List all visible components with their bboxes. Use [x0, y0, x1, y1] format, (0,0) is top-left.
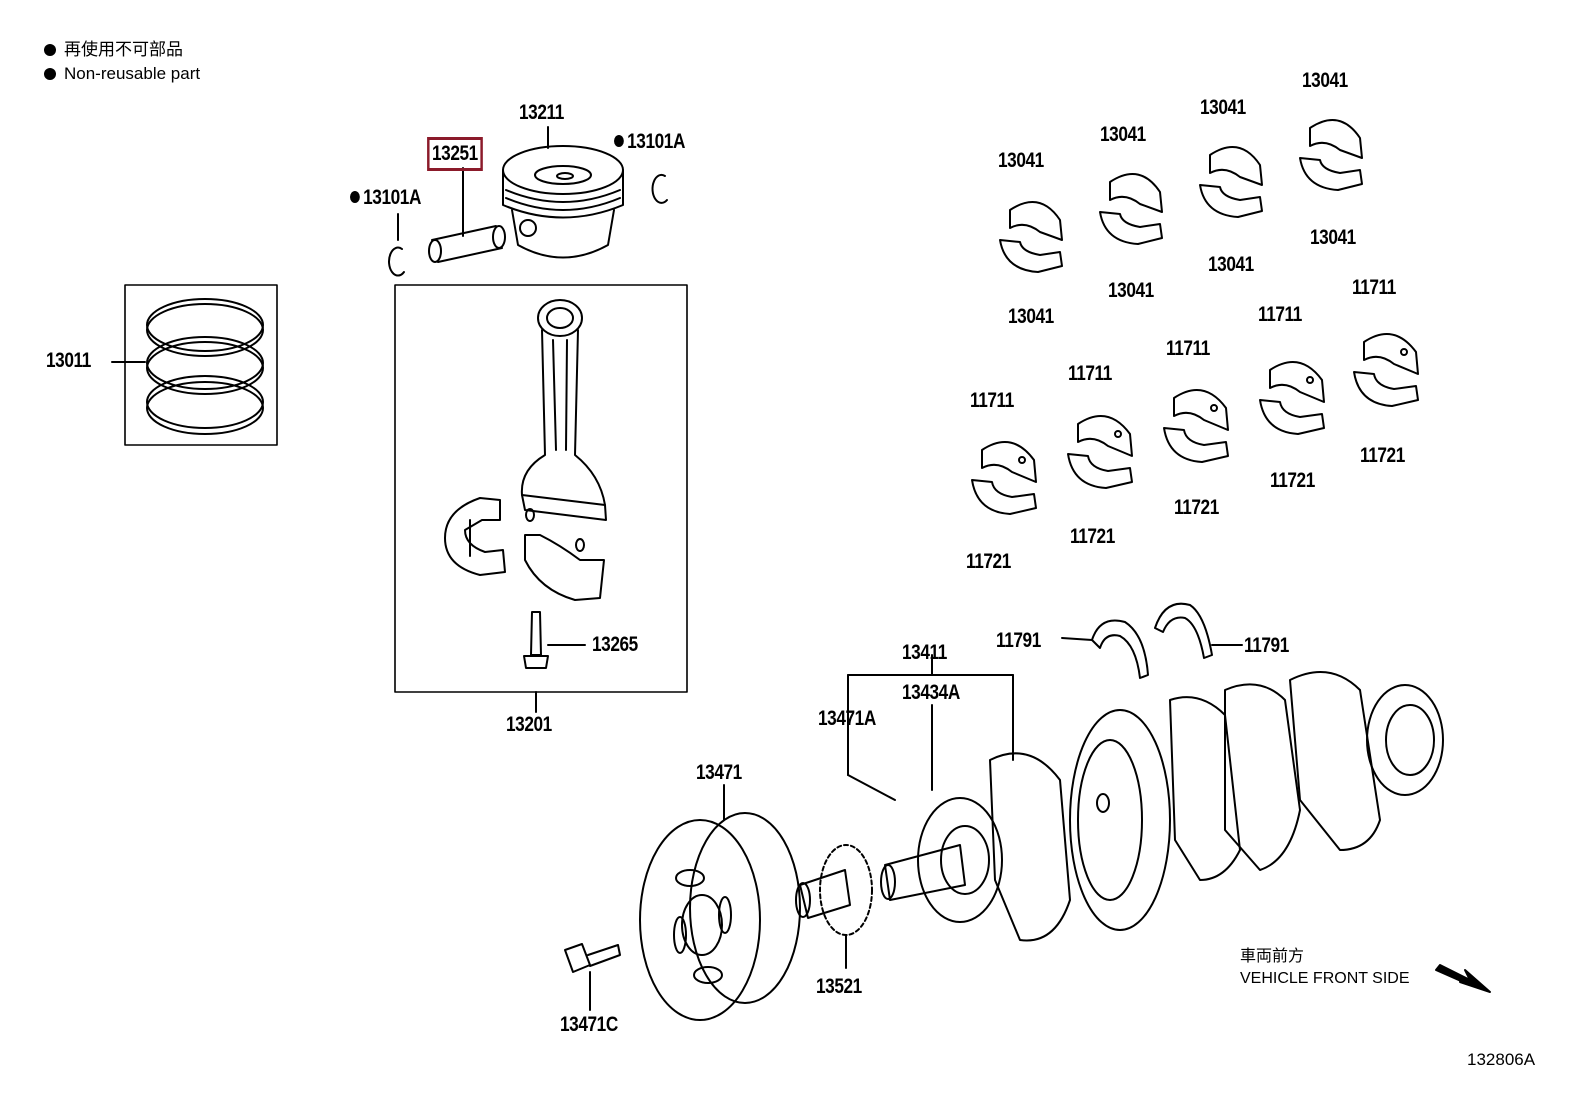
front-side-label: 車両前方 VEHICLE FRONT SIDE [1240, 946, 1410, 990]
thrust-washers [1061, 602, 1243, 679]
label-11721[interactable]: 11721 [966, 550, 1011, 573]
connecting-rod-set [394, 284, 688, 713]
crank-sprocket [795, 844, 873, 969]
label-13471[interactable]: 13471 [696, 761, 742, 784]
crank-bearings-11711 [971, 333, 1419, 515]
legend-jp: 再使用不可部品 [44, 40, 183, 60]
label-13041[interactable]: 13041 [1208, 253, 1254, 276]
crank-pulley [639, 784, 801, 1021]
label-13251[interactable]: 13251 [427, 137, 483, 171]
front-side-en: VEHICLE FRONT SIDE [1240, 970, 1410, 987]
front-arrow [1435, 964, 1491, 993]
label-11721[interactable]: 11721 [1360, 444, 1405, 467]
piston-ring-set [111, 284, 278, 446]
label-13265[interactable]: 13265 [592, 633, 638, 656]
label-11791-right[interactable]: 11791 [1244, 634, 1289, 657]
diagram-code: 132806A [1467, 1050, 1536, 1069]
label-13041[interactable]: 13041 [1302, 69, 1348, 92]
bullet-icon [44, 44, 56, 56]
label-13201[interactable]: 13201 [506, 713, 552, 736]
front-side-jp: 車両前方 [1240, 948, 1305, 965]
label-13011[interactable]: 13011 [46, 349, 91, 372]
crankshaft [847, 654, 1444, 942]
label-13041[interactable]: 13041 [1100, 123, 1146, 146]
label-11721[interactable]: 11721 [1070, 525, 1115, 548]
label-13471a[interactable]: 13471A [818, 707, 876, 730]
label-13041[interactable]: 13041 [998, 149, 1044, 172]
piston [502, 126, 624, 259]
label-13471c[interactable]: 13471C [560, 1013, 618, 1036]
label-11711[interactable]: 11711 [1258, 303, 1302, 326]
non-reusable-icon [614, 135, 624, 147]
label-13041[interactable]: 13041 [1200, 96, 1246, 119]
label-13101a-right[interactable]: 13101A [614, 131, 685, 153]
label-13411[interactable]: 13411 [902, 641, 947, 664]
main-bearings-13041 [999, 119, 1363, 273]
label-11711[interactable]: 11711 [1166, 337, 1210, 360]
label-11711[interactable]: 11711 [970, 389, 1014, 412]
legend-en: Non-reusable part [44, 64, 200, 84]
label-11791-left[interactable]: 11791 [996, 629, 1041, 652]
label-13521[interactable]: 13521 [816, 975, 862, 998]
label-13434a[interactable]: 13434A [902, 681, 960, 704]
label-11711[interactable]: 11711 [1352, 276, 1396, 299]
snap-rings [388, 173, 668, 277]
label-13101a-left[interactable]: 13101A [350, 187, 421, 209]
bullet-icon [44, 68, 56, 80]
label-13211[interactable]: 13211 [519, 101, 564, 124]
label-13041[interactable]: 13041 [1108, 279, 1154, 302]
label-11721[interactable]: 11721 [1270, 469, 1315, 492]
label-11711[interactable]: 11711 [1068, 362, 1112, 385]
pulley-bolt [564, 943, 621, 1011]
label-11721[interactable]: 11721 [1174, 496, 1219, 519]
non-reusable-icon [350, 191, 360, 203]
label-13041[interactable]: 13041 [1310, 226, 1356, 249]
label-13041[interactable]: 13041 [1008, 305, 1054, 328]
piston-pin [428, 167, 506, 263]
